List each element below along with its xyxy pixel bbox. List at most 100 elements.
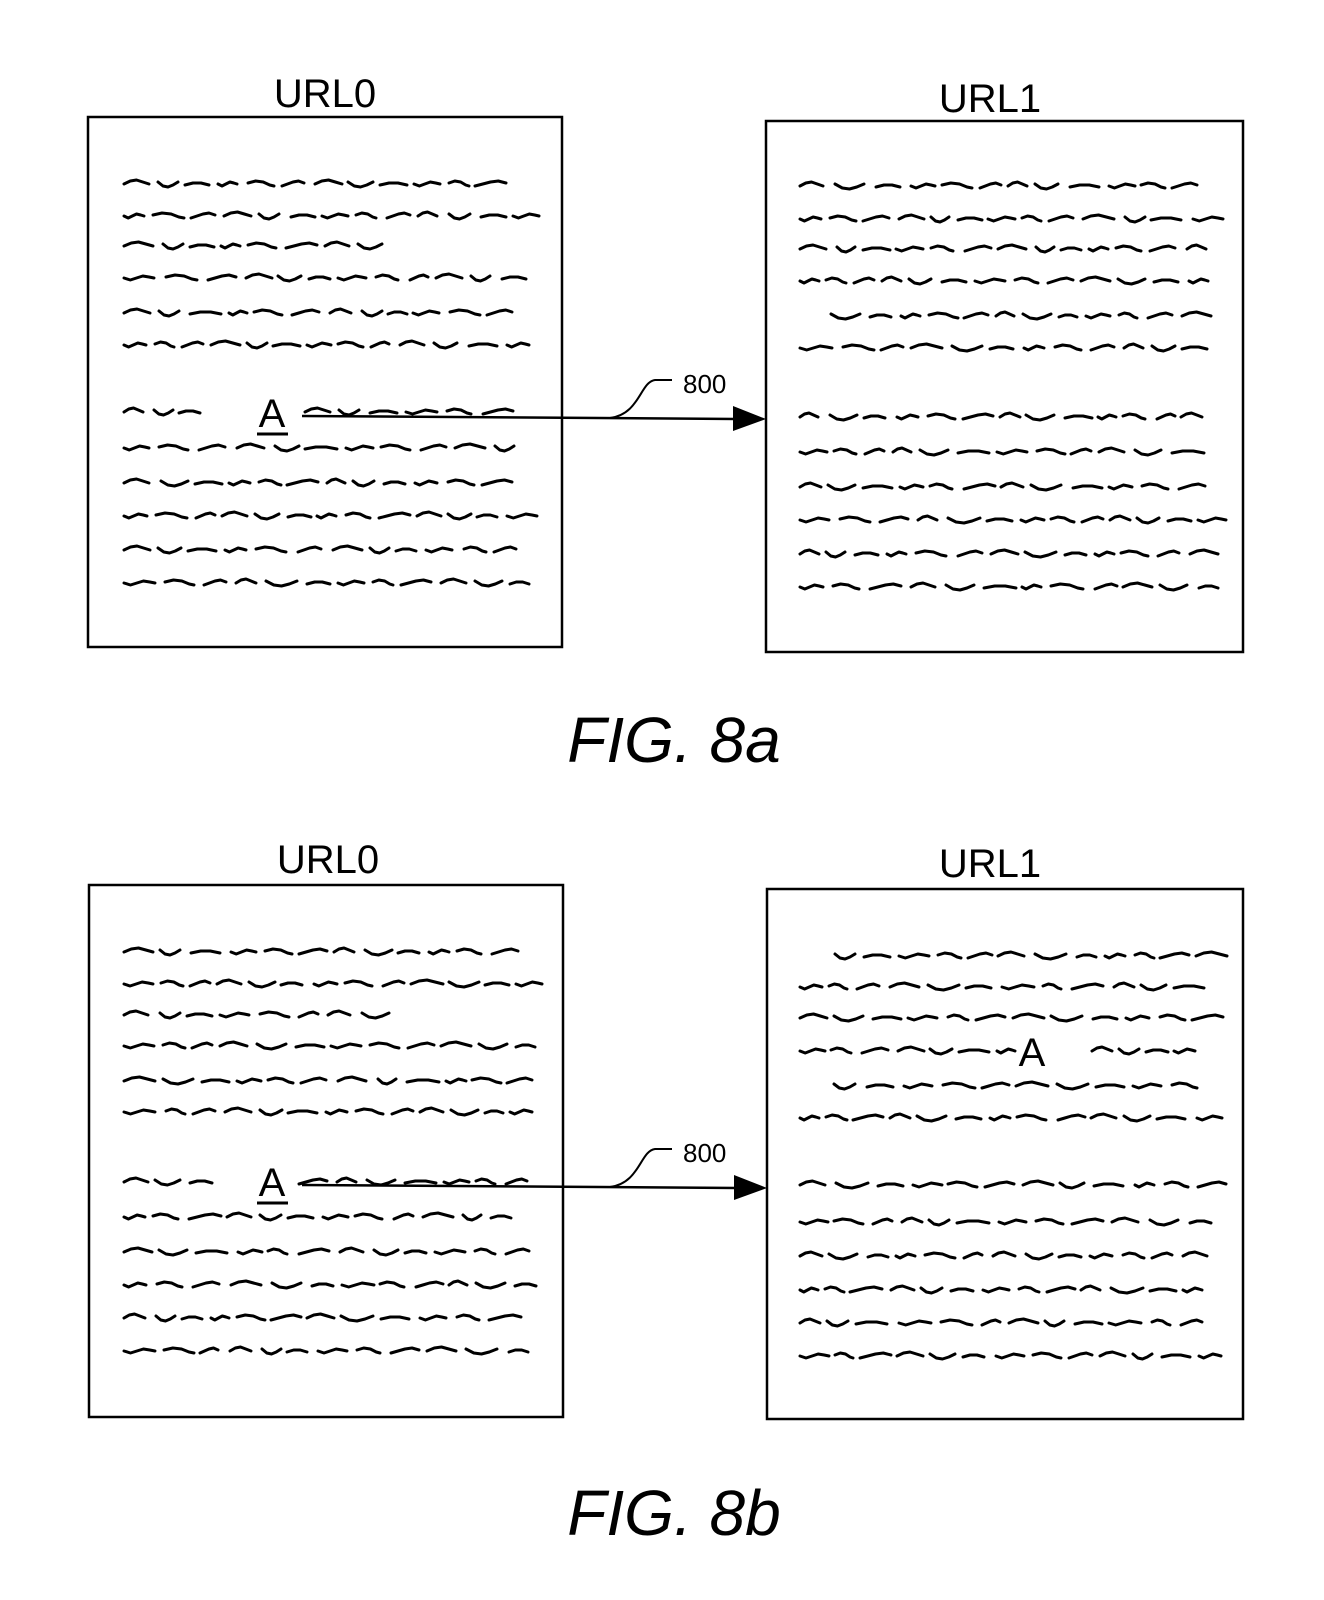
text-line-squiggle xyxy=(1107,182,1137,190)
text-line-squiggle xyxy=(1045,1285,1077,1294)
text-line-squiggle xyxy=(467,342,499,348)
text-line-squiggle xyxy=(505,1076,534,1085)
text-line-squiggle xyxy=(982,584,1018,590)
text-line-squiggle xyxy=(1092,1182,1125,1188)
text-line-squiggle xyxy=(1133,1181,1156,1189)
text-line-squiggle xyxy=(197,443,227,452)
text-line-squiggle xyxy=(871,1015,903,1021)
text-line-squiggle xyxy=(264,579,299,588)
text-line-squiggle xyxy=(1108,514,1132,522)
text-line-squiggle xyxy=(427,948,451,956)
text-line-squiggle xyxy=(453,442,487,450)
text-line-squiggle xyxy=(1110,1216,1140,1224)
text-line-squiggle xyxy=(369,340,391,349)
text-line-squiggle xyxy=(188,243,216,249)
text-line-squiggle xyxy=(862,414,887,420)
text-line-squiggle xyxy=(1156,549,1181,558)
text-line-squiggle xyxy=(1177,482,1207,491)
text-line-squiggle xyxy=(1080,515,1105,524)
text-line-squiggle xyxy=(305,341,333,349)
text-line-squiggle xyxy=(880,275,903,283)
text-line-squiggle xyxy=(999,481,1025,489)
text-line-squiggle xyxy=(829,1046,853,1055)
text-line-squiggle xyxy=(122,579,157,587)
text-line-squiggle xyxy=(227,479,252,487)
text-line-squiggle xyxy=(474,1281,507,1290)
text-line-squiggle xyxy=(827,982,849,991)
text-line-squiggle xyxy=(1194,950,1229,958)
text-line-squiggle xyxy=(483,981,511,987)
text-line-squiggle xyxy=(284,241,319,250)
text-line-squiggle xyxy=(462,545,488,554)
text-line-squiggle xyxy=(861,246,892,252)
text-line-squiggle xyxy=(798,548,821,556)
text-line-squiggle xyxy=(280,179,306,188)
source-page xyxy=(87,883,565,1419)
link-arrow xyxy=(301,414,737,421)
text-line-squiggle xyxy=(153,1178,182,1187)
text-line-squiggle xyxy=(154,511,189,520)
text-line-squiggle xyxy=(336,1075,368,1083)
text-line-squiggle xyxy=(446,478,476,487)
text-line-squiggle xyxy=(1148,1287,1178,1293)
text-line-squiggle xyxy=(1188,1219,1213,1225)
text-line-squiggle xyxy=(1103,952,1127,960)
text-line-squiggle xyxy=(279,981,304,987)
text-line-squiggle xyxy=(500,275,528,281)
text-line-squiggle xyxy=(473,579,504,588)
link-anchor[interactable]: A xyxy=(259,1161,286,1205)
text-line-squiggle xyxy=(307,275,332,281)
text-line-squiggle xyxy=(505,341,531,349)
text-line-squiggle xyxy=(235,1077,263,1085)
text-line-squiggle xyxy=(988,1114,1012,1122)
text-line-squiggle xyxy=(489,1214,513,1220)
text-line-squiggle xyxy=(838,515,872,524)
text-line-squiggle xyxy=(157,443,190,452)
text-line-squiggle xyxy=(1067,1351,1094,1360)
text-line-squiggle xyxy=(303,445,339,451)
text-line-squiggle xyxy=(470,1076,503,1085)
text-line-squiggle xyxy=(853,551,880,557)
text-line-squiggle xyxy=(928,482,954,491)
text-line-squiggle xyxy=(303,406,332,414)
text-line-squiggle xyxy=(218,1011,251,1019)
text-line-squiggle xyxy=(961,412,995,421)
text-line-squiggle xyxy=(246,241,278,250)
text-line-squiggle xyxy=(297,1177,329,1186)
text-line-squiggle xyxy=(122,477,151,485)
text-line-squiggle xyxy=(122,1176,150,1184)
text-line-squiggle xyxy=(1057,1253,1083,1259)
text-line-squiggle xyxy=(1029,483,1063,492)
text-line-squiggle xyxy=(826,483,857,492)
text-line-squiggle xyxy=(897,213,926,221)
text-line-squiggle xyxy=(946,1180,979,1189)
text-line-squiggle xyxy=(876,1182,905,1188)
text-line-squiggle xyxy=(1170,181,1199,190)
link-anchor[interactable]: A xyxy=(259,392,286,436)
text-line-squiggle xyxy=(964,984,993,990)
text-line-squiggle xyxy=(798,1317,822,1325)
text-line-squiggle xyxy=(1047,214,1075,223)
text-line-squiggle xyxy=(860,1046,890,1055)
text-line-squiggle xyxy=(158,1011,182,1020)
text-line-squiggle xyxy=(1160,1353,1192,1359)
text-line-squiggle xyxy=(848,1285,884,1294)
text-line-squiggle xyxy=(866,1253,890,1259)
text-line-squiggle xyxy=(155,1280,184,1289)
text-line-squiggle xyxy=(191,1107,217,1116)
text-line-squiggle xyxy=(899,312,922,320)
text-line-squiggle xyxy=(832,1082,857,1091)
text-line-squiggle xyxy=(1035,447,1067,456)
text-line-squiggle xyxy=(1058,1181,1086,1190)
text-line-squiggle xyxy=(444,1077,468,1085)
text-line-squiggle xyxy=(1011,1012,1046,1020)
text-line-squiggle xyxy=(1024,1252,1054,1261)
text-line-squiggle xyxy=(855,982,881,991)
text-line-squiggle xyxy=(831,582,861,591)
text-line-squiggle xyxy=(153,340,176,349)
text-line-squiggle xyxy=(885,550,908,558)
text-line-squiggle xyxy=(918,448,950,457)
text-line-squiggle xyxy=(1014,1080,1050,1088)
text-line-squiggle xyxy=(514,980,544,988)
target-page-text-lines xyxy=(798,950,1229,1361)
